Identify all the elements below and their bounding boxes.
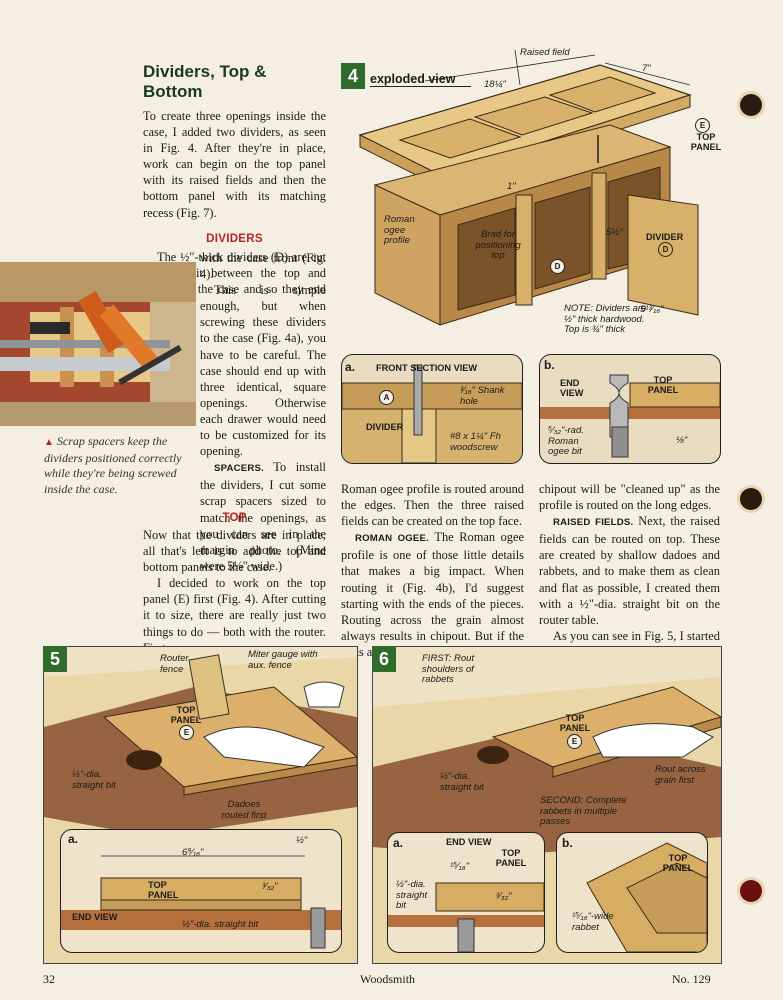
fig4-brad-label: Brad for positioning top — [475, 229, 521, 261]
spacer-clamp-photo — [0, 262, 196, 426]
figure-number-badge: 4 — [341, 63, 365, 89]
fig4a-title: FRONT SECTION VIEW — [376, 363, 478, 373]
spacers-text: To install the dividers, I cut some scra… — [200, 460, 326, 573]
right-text-block: chipout will be "cleaned up" as the prof… — [539, 481, 720, 660]
page-number: 32 — [43, 972, 55, 986]
fig5-top-panel-label: TOP PANEL — [170, 705, 202, 725]
top-paragraph-1: Now that the dividers are in place, all … — [143, 528, 326, 575]
middle-text-block: Roman ogee profile is routed around the … — [341, 481, 524, 660]
fig4a-divider-label: DIVIDER — [366, 422, 404, 432]
caption-triangle-icon: ▲ — [44, 437, 54, 448]
fig5a-dim2: ½" — [296, 835, 308, 846]
fig4b-letter: b. — [544, 358, 555, 372]
fig5a-bit-label: ½"-dia. straight bit — [182, 919, 259, 930]
binder-hole-middle — [740, 488, 762, 510]
dividers-block-narrow: with the case front (Fig. 4). This is si… — [200, 250, 326, 574]
fig6-second-label: SECOND: Complete rabbets in multiple pas… — [540, 795, 627, 827]
fig4a-part-a: A — [379, 390, 394, 405]
fig6a-letter: a. — [393, 836, 404, 850]
photo-caption: Scrap spacers keep the dividers position… — [44, 434, 182, 496]
margin-photo — [0, 262, 196, 426]
fig5a-panel — [60, 829, 342, 953]
fig4a-screw-label: #8 x 1¼" Fh woodscrew — [450, 431, 501, 453]
dividers-heading: DIVIDERS — [206, 232, 263, 245]
figure-title: exploded view — [370, 72, 472, 87]
fig4b-dim: ⅛" — [676, 435, 688, 446]
fig4b-end-view-label: END VIEW — [560, 378, 584, 398]
fig6-bit-label: ½"-dia. straight bit — [440, 771, 484, 793]
top-block: TOP Now that the dividers are in place, … — [143, 512, 326, 656]
fig4-divider-label: DIVIDER — [646, 232, 684, 242]
fig4-raised-field-label: Raised field — [520, 47, 570, 58]
photo-caption-block: ▲ Scrap spacers keep the dividers positi… — [44, 434, 194, 497]
fig6a-drawing — [388, 882, 544, 952]
fig6-number-badge: 6 — [372, 646, 396, 672]
fig5-router-fence-label: Router fence — [160, 653, 189, 675]
fig6b-letter: b. — [562, 836, 573, 850]
fig6-part-e: E — [567, 734, 582, 749]
fig6a-end-view-label: END VIEW — [446, 837, 492, 847]
fig5-dadoes-label: Dadoes routed first — [221, 799, 267, 821]
fig6a-panel — [387, 832, 545, 953]
fig6b-drawing — [586, 842, 707, 952]
fig4-depth-dim: 5¹³⁄₁₆" — [640, 304, 664, 315]
fig4-width-dim: 7" — [642, 63, 651, 74]
fig6a-dim1: ¹⁵⁄₁₆" — [450, 861, 469, 872]
fig5-part-e: E — [179, 725, 194, 740]
issue-number: No. 129 — [672, 972, 711, 986]
fig4-1in-dim: 1" — [507, 181, 516, 192]
raised-fields-runin: RAISED FIELDS. — [553, 517, 634, 529]
fig4-ogee-label: Roman ogee profile — [384, 214, 415, 246]
raised-fields-text: Next, the raised fields can be routed on… — [539, 514, 720, 627]
dividers-paragraph-2: This is simple enough, but when screwing… — [200, 283, 326, 459]
fig4-part-e-marker: E — [695, 118, 710, 133]
fig6-first-label: FIRST: Rout shoulders of rabbets — [422, 653, 475, 685]
middle-paragraph-1: Roman ogee profile is routed around the … — [341, 482, 524, 529]
right-paragraph-1: chipout will be "cleaned up" as the prof… — [539, 482, 720, 513]
fig4b-drawing — [540, 374, 720, 458]
fig5a-end-view-label: END VIEW — [72, 912, 118, 922]
binder-hole-bottom — [740, 880, 762, 902]
fig6-rout-across-label: Rout across grain first — [655, 764, 706, 786]
magazine-name: Woodsmith — [360, 972, 416, 986]
fig6a-bit-label: ½"-dia. straight bit — [396, 879, 428, 911]
fig4-height-dim: 5½" — [606, 227, 623, 238]
fig5a-top-panel-label: TOP PANEL — [148, 880, 179, 900]
fig4a-letter: a. — [345, 360, 356, 374]
top-paragraph-2: I decided to work on the top panel (E) f… — [143, 576, 326, 654]
fig4b-bit-label: ⁵⁄₃₂"-rad. Roman ogee bit — [548, 425, 584, 457]
fig4b-end-view-panel — [539, 354, 721, 464]
fig6a-top-panel-label: TOP PANEL — [495, 848, 527, 868]
fig4-divider-part-d: D — [658, 242, 673, 257]
fig4a-front-section-panel — [341, 354, 523, 464]
fig5-bit-label: ½"-dia. straight bit — [72, 769, 116, 791]
exploded-view-drawing — [358, 49, 699, 326]
top-heading: TOP — [222, 512, 247, 524]
spacers-runin: SPACERS. — [214, 463, 264, 475]
fig4b-top-panel-label: TOP PANEL — [647, 375, 679, 395]
fig4a-drawing — [342, 364, 522, 463]
fig5a-letter: a. — [68, 832, 79, 846]
fig5-number-badge: 5 — [43, 646, 67, 672]
dividers-paragraph-1b: with the case front (Fig. 4). — [200, 251, 326, 282]
fig4-length-dim: 18¼" — [484, 79, 506, 90]
ogee-text: The Roman ogee profile is one of those l… — [341, 530, 525, 659]
fig4-note: NOTE: Dividers are ½" thick hardwood. To… — [564, 303, 647, 335]
fig6b-panel — [556, 832, 708, 953]
fig4-top-panel-label: TOP PANEL — [690, 132, 722, 152]
fig5a-drawing — [61, 855, 341, 949]
fig6-top-panel-label: TOP PANEL — [559, 713, 591, 733]
fig5-miter-gauge-label: Miter gauge with aux. fence — [248, 649, 318, 671]
fig6b-top-panel-label: TOP PANEL — [662, 853, 694, 873]
fig4-case-part-d: D — [550, 259, 565, 274]
fig5a-dim1: 6⁹⁄₁₆" — [182, 847, 204, 858]
intro-paragraph: To create three openings inside the case… — [143, 109, 326, 220]
fig6a-dim2: ³⁄₃₂" — [496, 891, 512, 902]
binder-hole-top — [740, 94, 762, 116]
fig5a-dim3: ³⁄₃₂" — [262, 881, 278, 892]
article-title: Dividers, Top & Bottom — [143, 62, 267, 101]
fig6b-rabbet-label: ¹⁵⁄₁₆"-wide rabbet — [572, 911, 614, 933]
fig4a-hole-label: ³⁄₁₆" Shank hole — [460, 385, 505, 407]
ogee-runin: ROMAN OGEE. — [355, 533, 429, 545]
